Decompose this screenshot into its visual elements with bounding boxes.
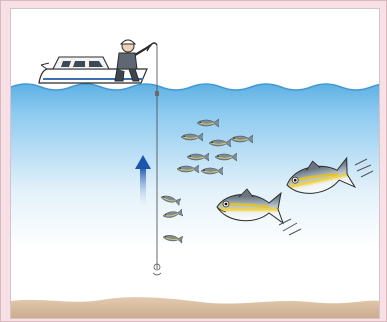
fishing-scene [11,9,380,319]
angler-icon [115,40,157,81]
sea-water [11,84,380,319]
illustration-panel [10,8,380,319]
